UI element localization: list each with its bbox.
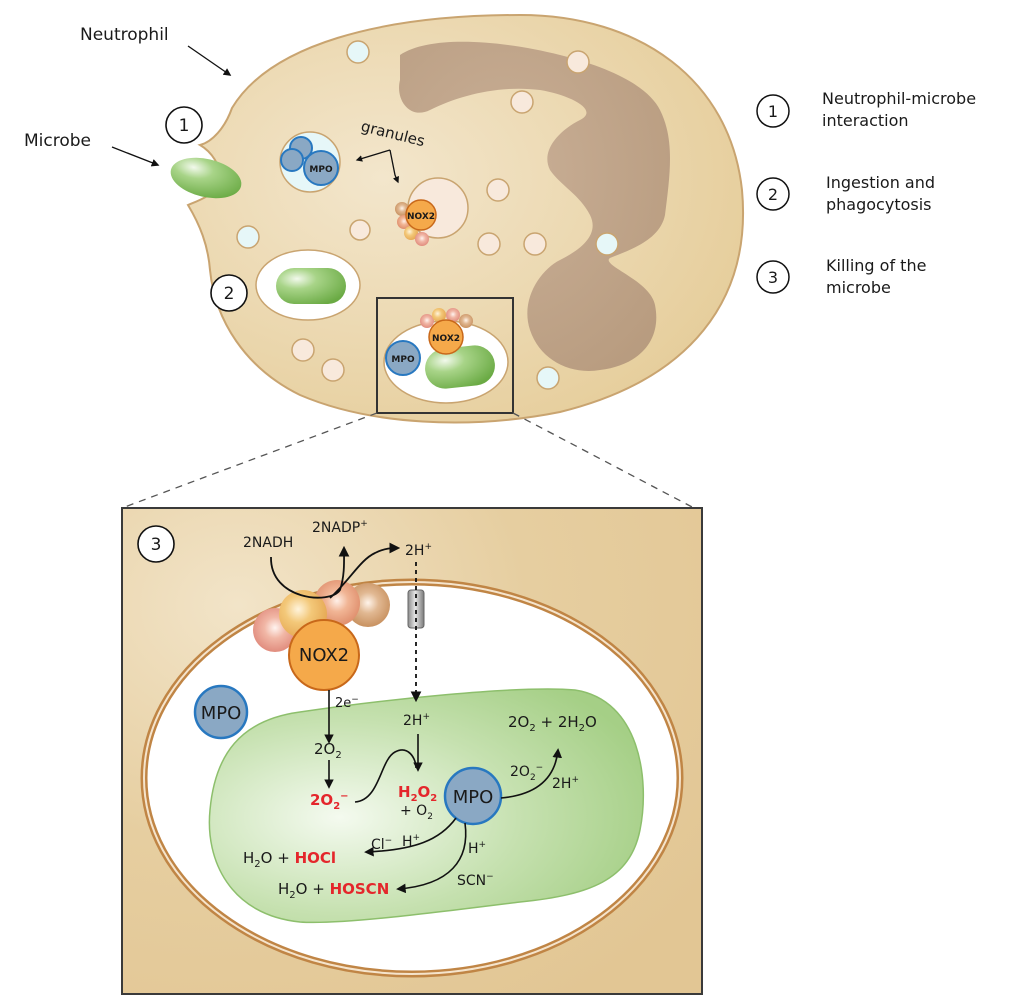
proton-cl-label: H+	[402, 833, 420, 850]
oxygen-label: 2O2	[314, 740, 342, 761]
superoxide-reactant-label: 2O2−	[510, 763, 543, 783]
svg-text:2: 2	[224, 284, 235, 304]
step-marker-3: 3	[137, 525, 175, 563]
microbe-arrow	[111, 146, 160, 167]
mpo-central-label: MPO	[453, 787, 494, 808]
h-in-label: 2H+	[403, 712, 430, 729]
mpo-box-label: MPO	[391, 355, 415, 365]
proton-out-arrow	[329, 542, 401, 599]
nox2-box-label: NOX2	[432, 334, 460, 344]
svg-text:3: 3	[151, 535, 162, 555]
phagolysosome-boxed: MPO NOX2	[376, 297, 514, 414]
zoom-line-left	[121, 412, 378, 509]
mpo-to-oxygen-water-arrow	[500, 748, 563, 799]
superoxide-label: 2O2−	[310, 791, 349, 812]
svg-text:2: 2	[768, 185, 778, 204]
nox2-granule: NOX2	[395, 177, 469, 246]
killing-panel: MPO NOX2 3 2NADH 2NADP+ 2H+ 2e− 2O2	[121, 507, 703, 995]
mpo-granule: MPO	[279, 131, 341, 193]
mpo-granule-label: MPO	[309, 165, 333, 175]
mpo-free-label: MPO	[201, 703, 242, 724]
step-marker-2: 2	[210, 274, 248, 312]
nox2-label: NOX2	[299, 645, 349, 666]
legend-marker-2: 2	[756, 177, 790, 211]
small-granules	[236, 40, 619, 390]
zoom-line-right	[512, 412, 695, 509]
neutrophil-arrow	[187, 45, 232, 76]
neutrophil-label: Neutrophil	[80, 25, 169, 45]
proton-reactant-label: 2H+	[552, 775, 579, 792]
microbe-step1	[170, 157, 242, 199]
mpo-central	[443, 766, 503, 826]
legend-text-3: Killing of the microbe	[826, 256, 927, 297]
mpo-to-hocl-arrow	[364, 817, 457, 857]
nucleus	[399, 41, 670, 371]
svg-text:1: 1	[768, 102, 778, 121]
nadh-label: 2NADH	[243, 535, 293, 551]
step-marker-1: 1	[165, 106, 203, 144]
mpo-to-hoscn-arrow	[396, 822, 467, 894]
granules-arrows	[355, 149, 399, 184]
svg-text:1: 1	[179, 116, 190, 136]
oxygen-water-product-label: 2O2 + 2H2O	[508, 713, 597, 734]
h2o2-label: H2O2	[398, 783, 437, 804]
microbe-label: Microbe	[24, 131, 91, 151]
hocl-product-label: H2O + HOCl	[243, 849, 336, 870]
nadh-to-nadp-arrow	[270, 545, 350, 599]
neutrophil-cell: MPO NOX2 granules	[170, 13, 744, 424]
nox2-complex: NOX2	[253, 580, 390, 691]
plus-o2-label: + O2	[400, 803, 433, 822]
hoscn-product-label: H2O + HOSCN	[278, 880, 389, 901]
nox2-granule-label: NOX2	[407, 212, 435, 222]
electrons-label: 2e−	[335, 695, 359, 711]
nadp-label: 2NADP+	[312, 519, 368, 536]
mpo-free	[193, 684, 249, 740]
svg-text:3: 3	[768, 268, 778, 287]
ingested-microbe	[208, 688, 645, 924]
legend-marker-1: 1	[756, 94, 790, 128]
phagosome-step2	[255, 249, 361, 321]
chloride-label: Cl−	[371, 836, 392, 853]
superoxide-to-h2o2-arrow	[354, 749, 417, 803]
proton-scn-label: H+	[468, 840, 486, 857]
thiocyanate-label: SCN−	[457, 872, 494, 889]
h-out-label: 2H+	[405, 542, 432, 559]
legend-marker-3: 3	[756, 260, 790, 294]
legend-text-2: Ingestion and phagocytosis	[826, 173, 936, 214]
legend-text-1: Neutrophil-microbe interaction	[822, 89, 977, 130]
